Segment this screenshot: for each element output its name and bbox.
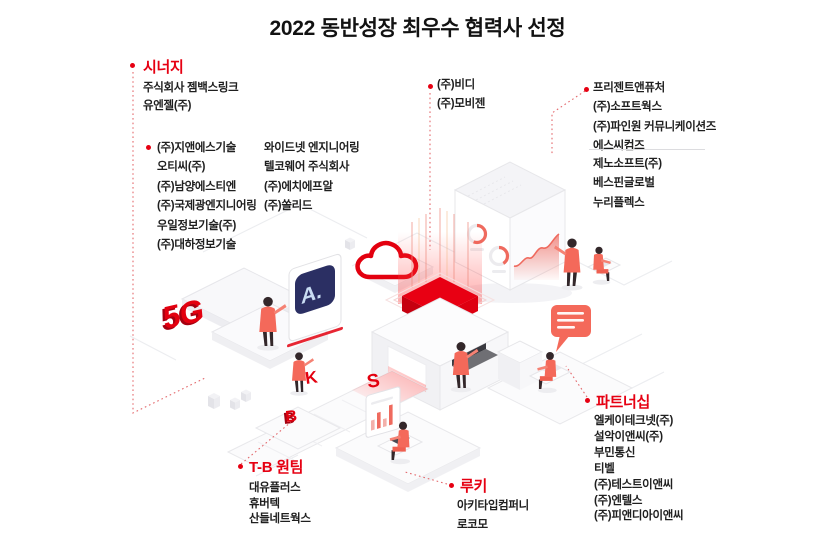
rookie-list: 아키타입컴퍼니 로코모	[457, 497, 529, 534]
company-item: (주)지앤에스기술	[157, 142, 237, 154]
ramp-letter-b: B	[285, 408, 298, 426]
company-item: 제노소프트(주)	[593, 158, 662, 170]
company-item: (주)피앤디아이앤씨	[594, 510, 684, 523]
company-list-b: 와이드넷 엔지니어링 텔코웨어 주식회사 (주)에치에프알 (주)쏠리드	[264, 139, 360, 217]
company-item: 산들네트웍스	[249, 513, 311, 526]
col-a-bullet	[146, 145, 151, 150]
company-item: (주)비디	[437, 79, 475, 91]
group-label-tb: T-B 원팀	[249, 459, 304, 476]
company-item: (주)쏠리드	[264, 200, 313, 213]
dashboard-cube	[452, 161, 572, 303]
ramp-letter-k: K	[304, 367, 320, 388]
cube-analysts	[554, 238, 622, 291]
right-mid-list: 제노소프트(주) 베스핀글로벌 누리플렉스	[593, 155, 662, 213]
partnership-station	[486, 305, 634, 425]
tb-list: 대유플러스 휴버텍 산들네트웍스	[249, 481, 311, 528]
group-label-partnership: 파트너십	[596, 394, 651, 411]
right-group-divider	[589, 149, 705, 150]
company-item: 에스씨컴즈	[593, 140, 645, 153]
speech-bubble-icon	[551, 305, 591, 352]
partnership-bullet	[585, 398, 590, 403]
partnership-list: 엘케이테크넷(주) 설악이앤씨(주) 부민통신 티벨 (주)테스트이앤씨 (주)…	[594, 414, 684, 525]
rookie-station	[334, 386, 482, 492]
company-item: (주)대하정보기술	[157, 239, 237, 252]
rookie-bullet	[449, 483, 454, 488]
company-item: 휴버텍	[249, 497, 280, 510]
company-item: 엘케이테크넷(주)	[594, 415, 674, 427]
five-g-platform: 5G 5G	[160, 267, 308, 338]
company-item: 누리플렉스	[593, 196, 645, 209]
company-item: (주)테스트이앤씨	[594, 478, 674, 491]
center-top-list: (주)비디 (주)모비젠	[437, 76, 485, 115]
group-label-synergy: 시너지	[143, 59, 184, 76]
company-item: 텔코웨어 주식회사	[264, 161, 350, 174]
connector-lines	[132, 72, 588, 485]
company-item: 와이드넷 엔지니어링	[264, 142, 360, 154]
company-item: 유엔젤(주)	[143, 99, 192, 112]
center-top-bullet	[428, 84, 433, 89]
company-item: (주)모비젠	[437, 98, 486, 111]
ramp-letter-s: S	[365, 370, 381, 393]
company-list-a: (주)지앤에스기술 오티씨(주) (주)남양에스티엔 (주)국제광엔지니어링 우…	[157, 139, 257, 255]
ramp-letter-b-shadow: B	[283, 410, 296, 428]
company-item: 우일정보기술(주)	[157, 219, 237, 232]
company-item: (주)파인원 커뮤니케이션즈	[593, 120, 717, 133]
company-item: 프리젠트앤퓨처	[593, 82, 665, 94]
synergy-bullet	[130, 63, 135, 68]
tb-bullet	[238, 464, 243, 469]
company-item: 로코모	[457, 519, 488, 532]
company-item: (주)국제광엔지니어링	[157, 200, 257, 213]
synergy-list: 주식회사 젬백스링크 유엔젤(주)	[143, 80, 239, 116]
ai-label: A.	[301, 279, 322, 309]
letter-carriers: K B B	[254, 352, 342, 450]
future-list: 프리젠트앤퓨처 (주)소프트웍스 (주)파인원 커뮤니케이션즈 에스씨컴즈	[593, 79, 716, 157]
company-item: 베스핀글로벌	[593, 177, 655, 190]
company-item: 부민통신	[594, 446, 636, 459]
group-label-rookie: 루키	[460, 478, 488, 495]
company-item: (주)소프트웍스	[593, 101, 662, 114]
company-item: (주)남양에스티엔	[157, 180, 237, 193]
company-item: 대유플러스	[249, 482, 301, 494]
future-bullet	[584, 87, 589, 92]
company-item: (주)엔텔스	[594, 494, 643, 507]
company-item: 오티씨(주)	[157, 161, 206, 174]
company-item: 아키타입컴퍼니	[457, 500, 529, 512]
company-item: 티벨	[594, 462, 615, 475]
company-item: (주)에치에프알	[264, 180, 333, 193]
ai-screen: A.	[210, 253, 343, 369]
company-item: 주식회사 젬백스링크	[143, 82, 239, 94]
page-title: 2022 동반성장 최우수 협력사 선정	[269, 17, 566, 40]
company-item: 설악이앤씨(주)	[594, 430, 663, 443]
